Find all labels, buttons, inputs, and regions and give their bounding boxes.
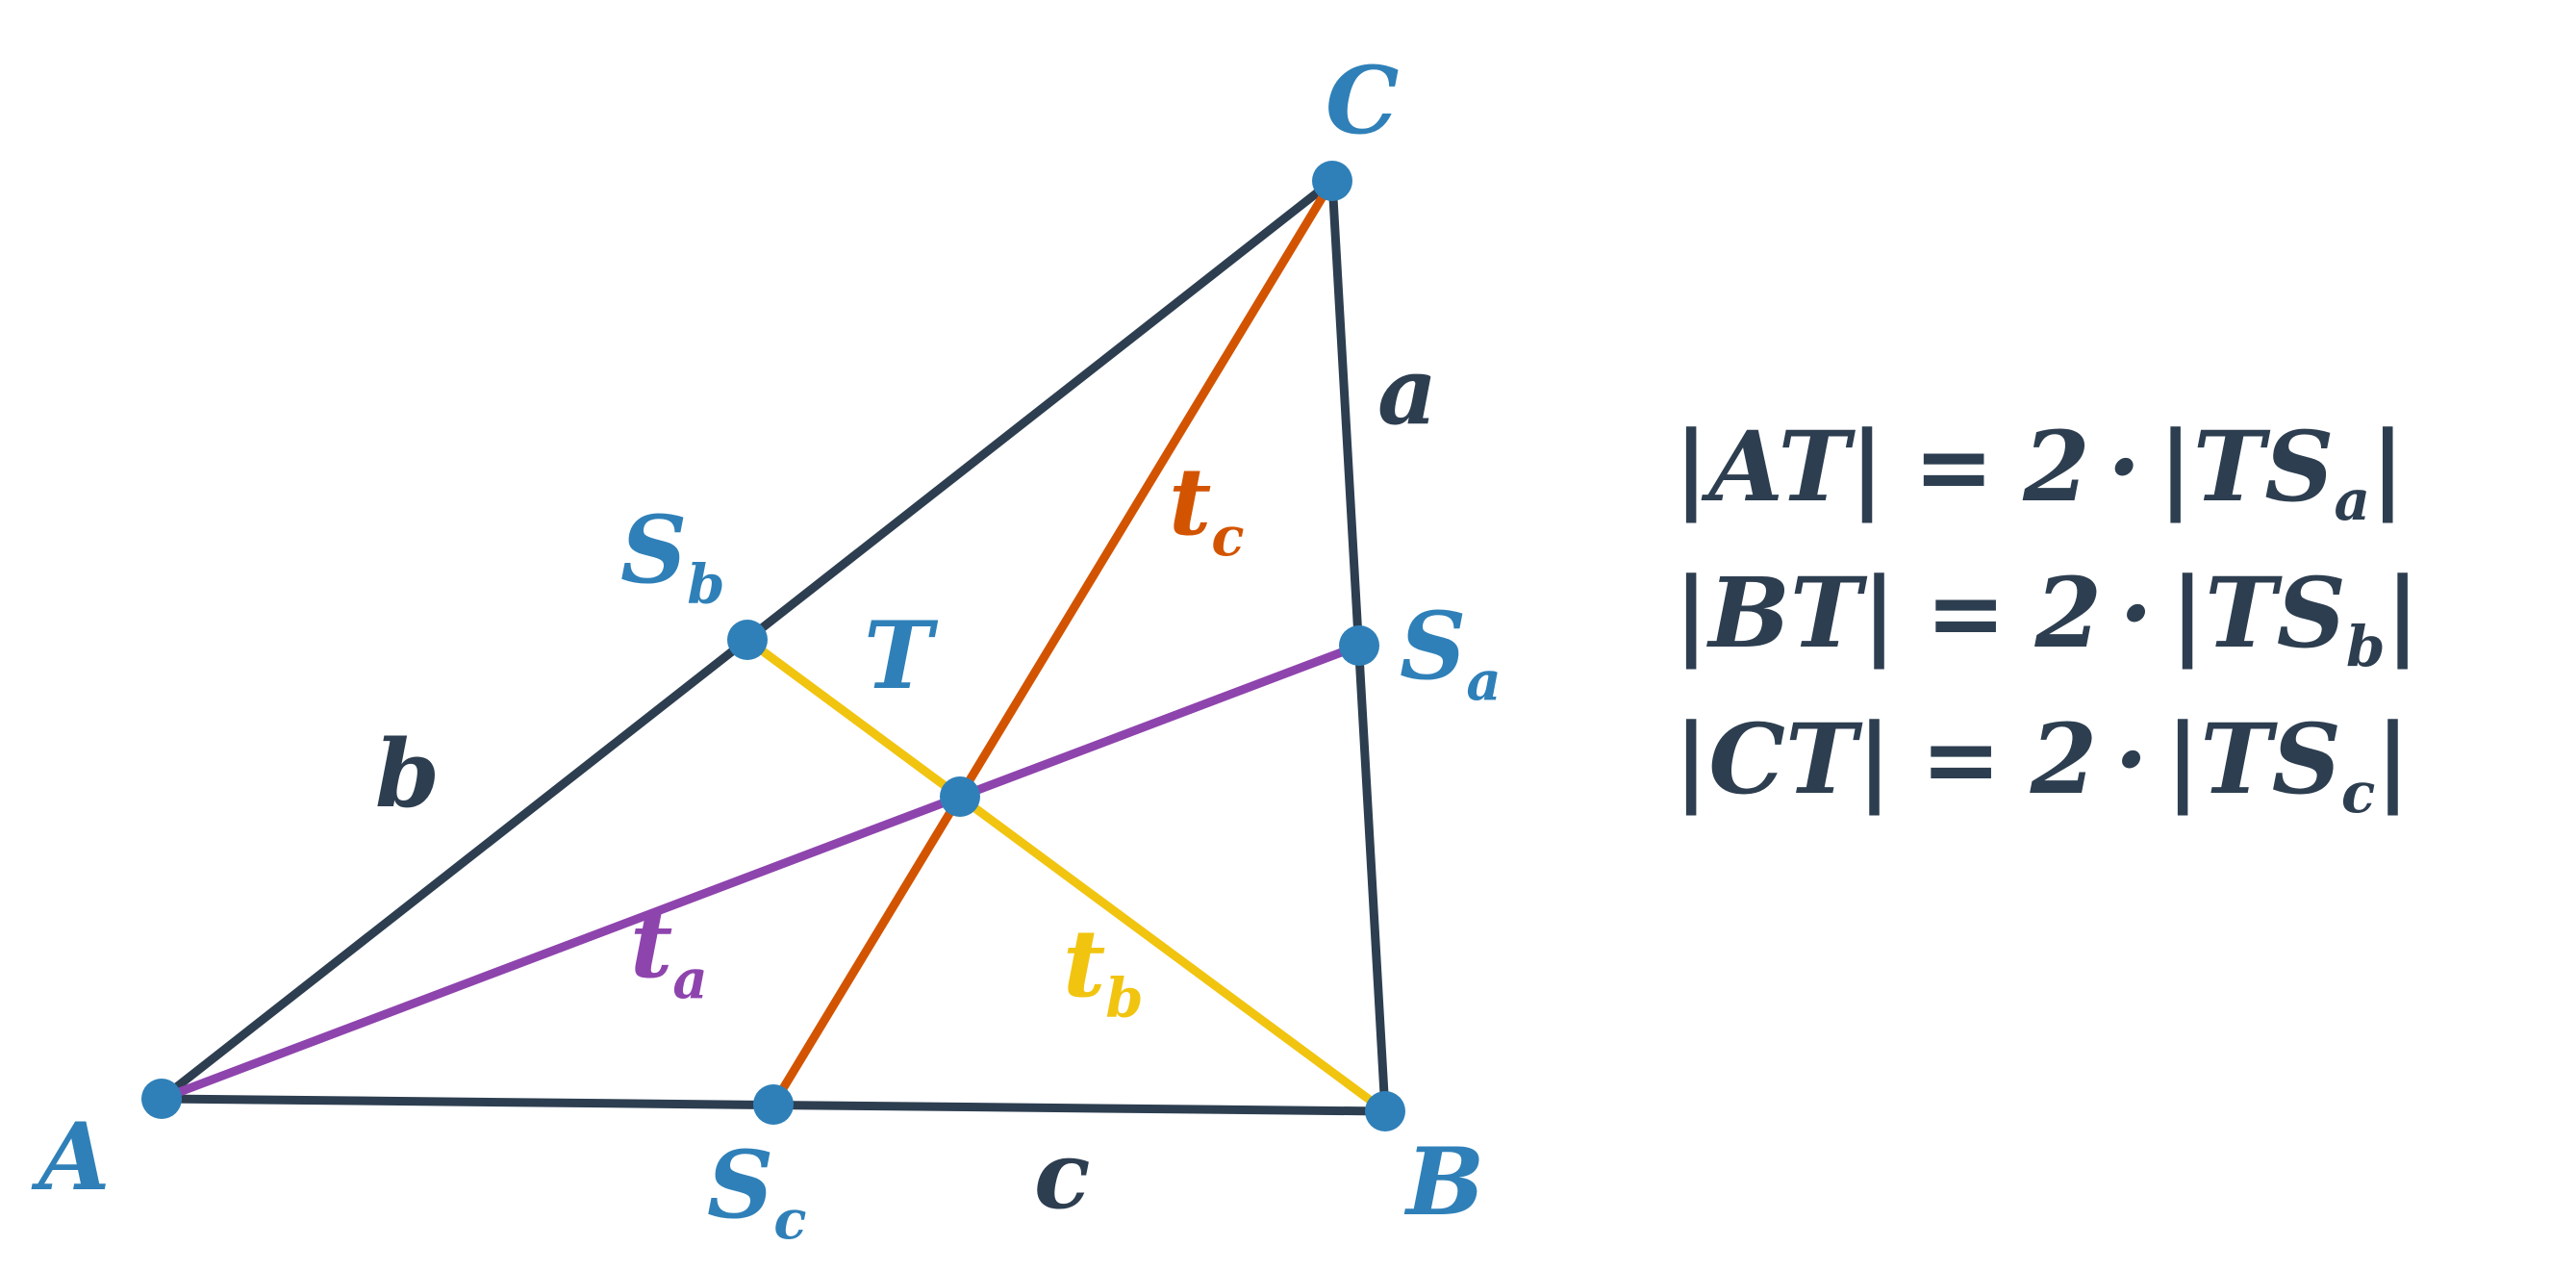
- equation-row-2: |BT|=2·|TSb|: [1674, 556, 2420, 679]
- point-Sb: [727, 620, 768, 660]
- median-tb: [743, 635, 1390, 1116]
- label-ta: ta: [630, 890, 708, 1011]
- label-tc: tc: [1169, 447, 1244, 569]
- label-side-a: a: [1377, 337, 1437, 445]
- label-side-b: b: [375, 720, 440, 828]
- point-Sc: [753, 1084, 794, 1125]
- median-ta: [157, 641, 1364, 1104]
- median-tc: [769, 176, 1337, 1109]
- label-T: T: [864, 601, 939, 710]
- equation-row-3: |CT|=2·|TSc|: [1674, 702, 2411, 826]
- point-T: [940, 776, 980, 817]
- label-tb: tb: [1063, 909, 1144, 1030]
- label-C: C: [1326, 46, 1399, 155]
- point-C: [1312, 161, 1352, 201]
- medians: [157, 176, 1390, 1116]
- points: [141, 161, 1405, 1131]
- point-B: [1365, 1091, 1405, 1131]
- point-Sa: [1339, 625, 1379, 666]
- label-side-c: c: [1034, 1121, 1090, 1230]
- label-Sa: Sa: [1400, 592, 1502, 713]
- point-A: [141, 1079, 182, 1119]
- label-Sb: Sb: [620, 496, 724, 617]
- label-B: B: [1403, 1128, 1484, 1236]
- equations: |AT|=2·|TSa| |BT|=2·|TSb| |CT|=2·|TSc|: [1674, 410, 2420, 826]
- label-A: A: [31, 1103, 110, 1211]
- label-Sc: Sc: [707, 1131, 806, 1252]
- equation-row-1: |AT|=2·|TSa|: [1674, 410, 2406, 533]
